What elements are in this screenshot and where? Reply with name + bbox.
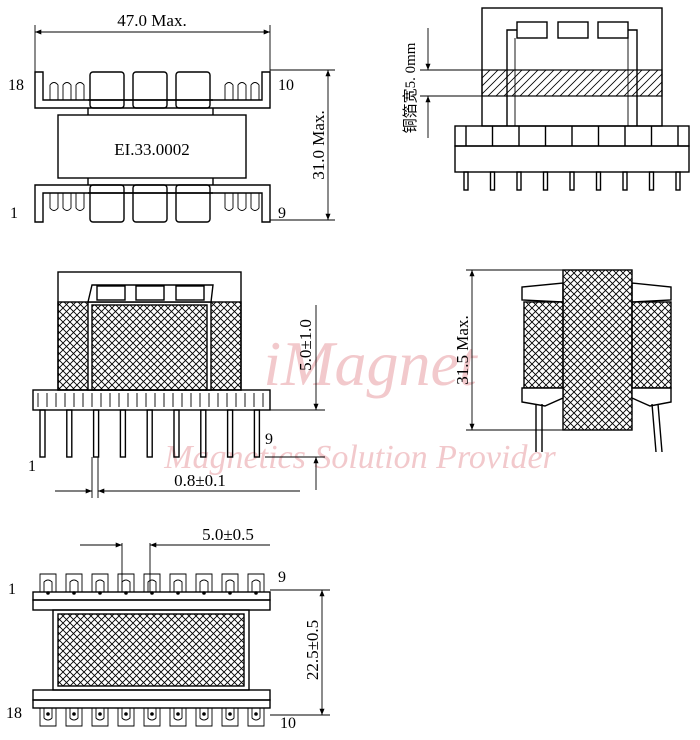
side-pin bbox=[489, 171, 496, 191]
terminal-hook bbox=[49, 82, 59, 100]
bottom-winding bbox=[57, 613, 245, 687]
bottom-terminal-top bbox=[65, 573, 83, 592]
bottom-pin-label-10: 10 bbox=[280, 715, 296, 732]
copper-foil-band bbox=[481, 69, 663, 97]
front-pin bbox=[200, 409, 207, 458]
row-spacing-dimension: 22.5±0.5 bbox=[303, 620, 322, 680]
terminal-hook bbox=[224, 82, 234, 100]
bottom-pin-label-18: 18 bbox=[6, 705, 22, 722]
bottom-terminal-top bbox=[195, 573, 213, 592]
side-pin bbox=[516, 171, 522, 191]
terminal-hook bbox=[237, 193, 247, 211]
terminal-hook bbox=[75, 193, 85, 211]
bottom-terminal-bottom bbox=[91, 708, 109, 727]
terminal-hook bbox=[237, 82, 247, 100]
pin-label-1: 1 bbox=[10, 205, 18, 222]
height-dimension-label: 31.0 Max. bbox=[309, 110, 328, 179]
front-pin bbox=[66, 409, 73, 458]
pin-length-dimension: 5.0±1.0 bbox=[296, 319, 315, 371]
side-pin bbox=[463, 171, 469, 191]
side-pin bbox=[648, 171, 655, 191]
core-body bbox=[57, 114, 247, 179]
bottom-terminal-bottom bbox=[39, 708, 57, 727]
terminal-hook bbox=[62, 193, 72, 211]
front-pin-label-1: 1 bbox=[28, 458, 36, 475]
watermark: iMagnet Magnetics Solution Provider bbox=[163, 328, 556, 476]
side-pin bbox=[542, 171, 549, 191]
bottom-terminal-bottom bbox=[247, 708, 265, 727]
front-pin-label-9: 9 bbox=[265, 431, 273, 448]
front-pin bbox=[119, 409, 127, 458]
front-pin bbox=[226, 409, 234, 458]
bottom-terminal-bottom bbox=[169, 708, 187, 727]
terminal-hook bbox=[62, 82, 72, 100]
side-pin bbox=[675, 171, 681, 191]
side-pins bbox=[463, 126, 681, 191]
end-height-dimension: 31.5 Max. bbox=[453, 315, 472, 384]
front-pin bbox=[173, 409, 180, 458]
bottom-terminal-top bbox=[247, 573, 265, 592]
pin-label-18: 18 bbox=[8, 77, 24, 94]
front-pins bbox=[39, 409, 261, 458]
bottom-terminal-bottom bbox=[117, 708, 135, 727]
end-core bbox=[562, 269, 633, 431]
front-pin bbox=[253, 409, 261, 458]
bottom-terminal-top bbox=[143, 573, 161, 592]
bottom-terminal-top bbox=[39, 573, 57, 592]
front-pin bbox=[146, 409, 153, 458]
side-view: 铜箔宽5. 0mm bbox=[402, 7, 690, 191]
bottom-terminal-bottom bbox=[221, 708, 239, 727]
front-pin bbox=[39, 409, 46, 458]
top-view: 47.0 Max. EI.33.0002 18 10 1 9 31.0 Max. bbox=[8, 11, 335, 223]
bottom-terminal-bottom bbox=[143, 708, 161, 727]
width-dimension-label: 47.0 Max. bbox=[117, 11, 186, 30]
bottom-terminal-top bbox=[91, 573, 109, 592]
bottom-terminal-bottom bbox=[195, 708, 213, 727]
front-pin bbox=[92, 409, 100, 458]
bottom-terminals bbox=[49, 193, 260, 211]
bottom-terminal-top bbox=[117, 573, 135, 592]
side-outline bbox=[481, 7, 663, 127]
foil-width-label: 铜箔宽5. 0mm bbox=[402, 42, 419, 133]
bottom-terminal-top bbox=[221, 573, 239, 592]
front-base bbox=[32, 389, 271, 411]
bottom-pin-label-1: 1 bbox=[8, 581, 16, 598]
pin-label-9: 9 bbox=[278, 205, 286, 222]
part-number-label: EI.33.0002 bbox=[114, 140, 190, 159]
terminal-hook bbox=[75, 82, 85, 100]
terminal-hook bbox=[49, 193, 59, 211]
side-pin bbox=[622, 171, 628, 191]
side-pin bbox=[595, 171, 602, 191]
bottom-terminal-bottom bbox=[65, 708, 83, 727]
top-terminals bbox=[49, 82, 260, 100]
terminal-hook bbox=[250, 82, 260, 100]
bottom-pin-label-9: 9 bbox=[278, 569, 286, 586]
front-view: 5.0±1.0 0.8±0.1 1 9 bbox=[28, 271, 325, 498]
bottom-flange bbox=[34, 184, 271, 223]
terminal-hook bbox=[250, 193, 260, 211]
watermark-brand: iMagnet bbox=[263, 328, 479, 399]
side-pin bbox=[569, 171, 575, 191]
end-view: 31.5 Max. bbox=[453, 269, 672, 453]
bottom-view: 5.0±0.5 22.5±0.5 1 9 18 10 bbox=[6, 525, 330, 732]
pitch-dimension: 5.0±0.5 bbox=[202, 525, 254, 544]
top-flange bbox=[34, 71, 271, 109]
terminal-hook bbox=[224, 193, 234, 211]
pin-label-10: 10 bbox=[278, 77, 294, 94]
bottom-terminal-top bbox=[169, 573, 187, 592]
pin-width-dimension: 0.8±0.1 bbox=[174, 471, 226, 490]
